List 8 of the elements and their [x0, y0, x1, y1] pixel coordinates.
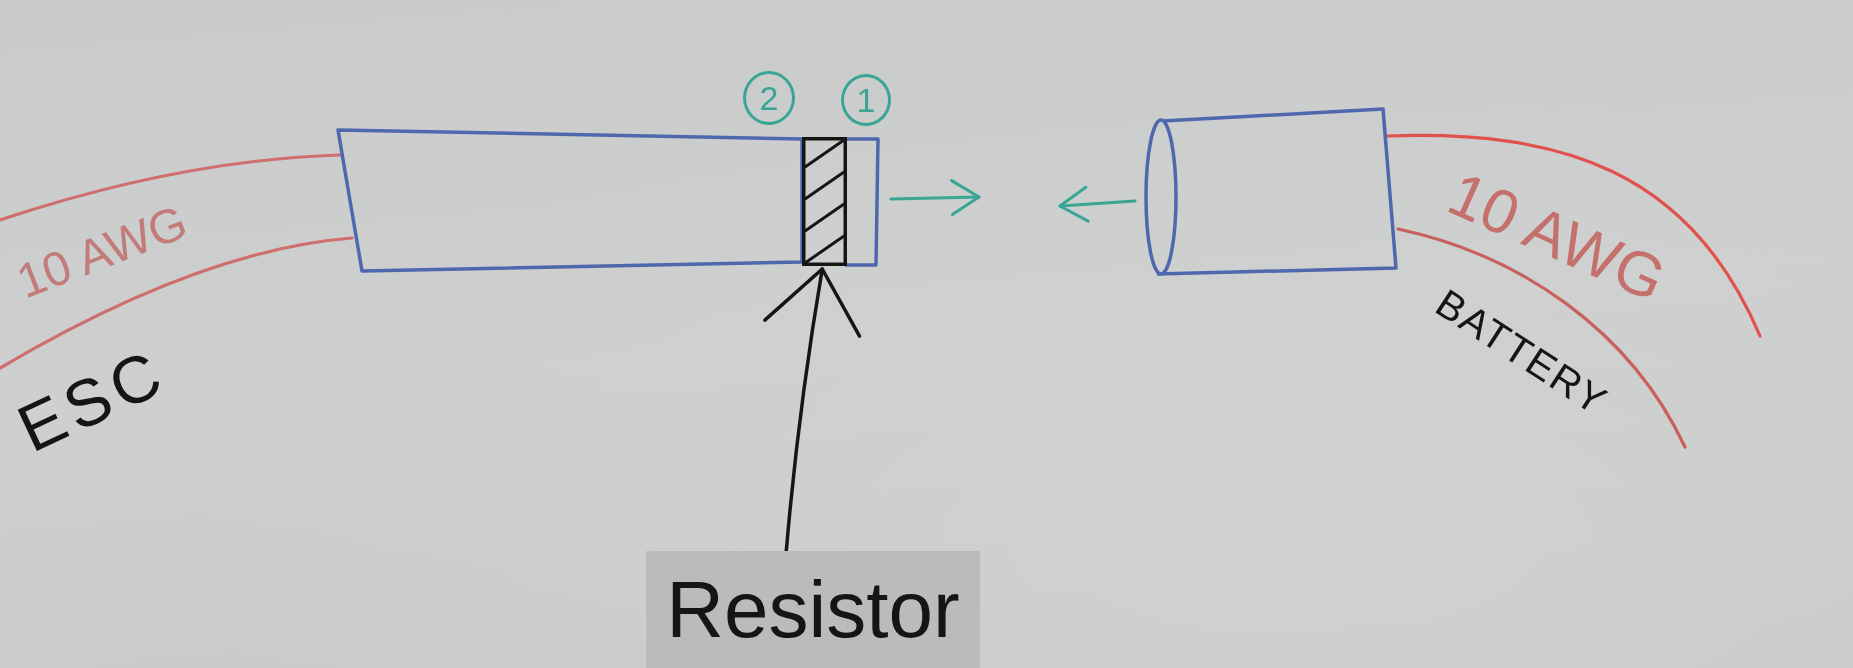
label-patch: [646, 551, 980, 668]
callout-number: 2: [743, 71, 795, 125]
leader-arrow: [763, 267, 862, 553]
wire-gauge-label: 10 AWG: [10, 197, 194, 307]
callout-text: Resistor: [666, 569, 960, 650]
cable-end-label: ESC: [8, 337, 176, 463]
callout-number: 1: [841, 74, 891, 126]
hatched-band: [802, 137, 847, 266]
